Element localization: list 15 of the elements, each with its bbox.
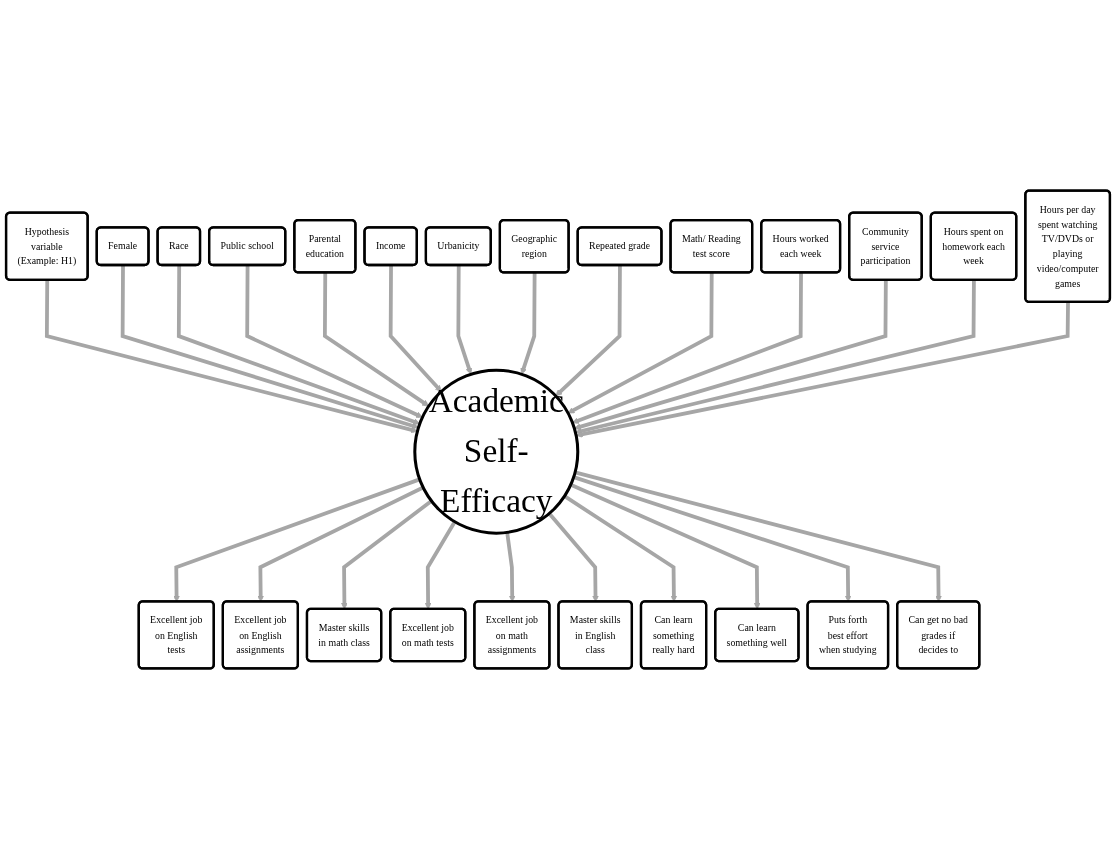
arrow [555, 265, 622, 397]
node-circle: Academic Self-Efficacy [413, 368, 580, 535]
arrow [388, 265, 442, 392]
arrow [574, 280, 888, 430]
arrow [575, 280, 976, 435]
arrow [567, 272, 714, 414]
arrow [572, 272, 803, 424]
arrow [245, 265, 423, 418]
arrow [44, 280, 418, 434]
arrow [520, 272, 537, 375]
arrow [456, 265, 473, 375]
arrow [120, 265, 419, 429]
arrow [322, 272, 430, 407]
arrow [575, 302, 1070, 438]
arrow [176, 265, 420, 425]
